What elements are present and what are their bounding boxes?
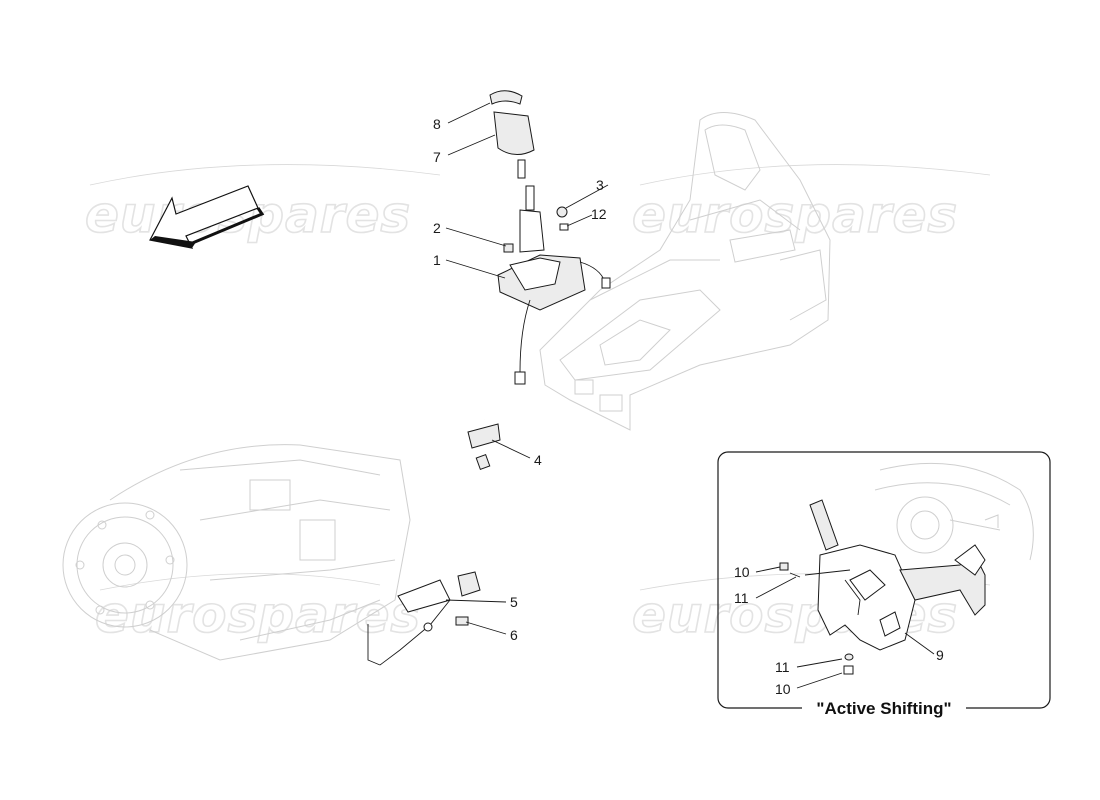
transmission-ghost [62,444,411,661]
watermark-bottom-left: eurospares [95,586,421,644]
callout-10-lower: 10 [775,681,791,697]
center-console-ghost [539,112,831,431]
paddle-shifter-assembly [779,499,986,675]
callout-11-upper: 11 [734,590,749,606]
callout-12: 12 [591,206,607,222]
callout-7: 7 [433,149,441,165]
leader-lines [445,102,609,635]
callout-4: 4 [534,452,542,468]
callout-5: 5 [510,594,518,610]
callout-2: 2 [433,220,441,236]
callout-11-lower: 11 [775,659,790,675]
inset-leader-lines [755,566,935,689]
active-shifting-inset: "Active Shifting" [717,451,1051,719]
callout-labels: 8 7 3 2 12 1 4 5 6 [433,116,607,643]
steering-wheel-ghost [874,462,1034,561]
watermark-right: eurospares [632,186,958,244]
callout-8: 8 [433,116,441,132]
callout-10-upper: 10 [734,564,750,580]
callout-3: 3 [596,177,604,193]
gear-lever-assembly [367,90,611,666]
callout-9: 9 [936,647,944,663]
inset-title: "Active Shifting" [816,699,951,718]
callout-1: 1 [433,252,441,268]
direction-arrow-icon [149,185,265,249]
callout-6: 6 [510,627,518,643]
